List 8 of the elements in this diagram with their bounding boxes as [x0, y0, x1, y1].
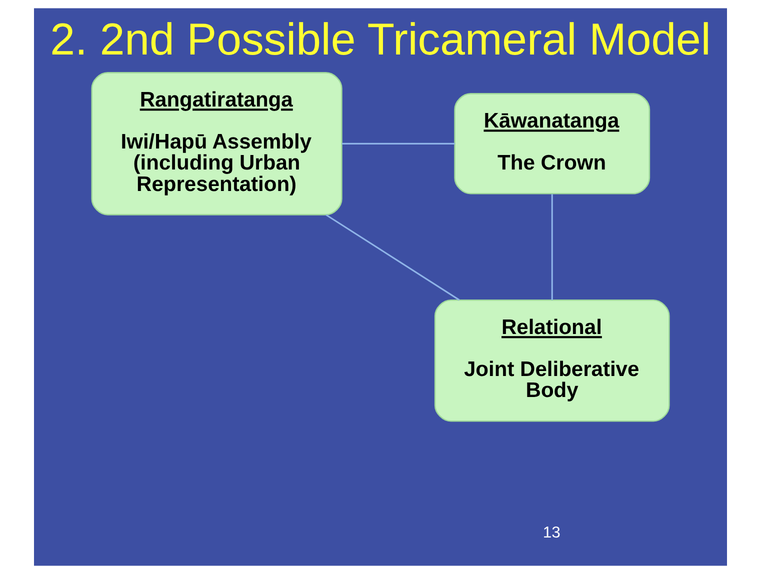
connector — [551, 194, 553, 300]
diagram-title: 2. 2nd Possible Tricameral Model — [50, 16, 711, 65]
node-box: Rangatiratanga Iwi/Hapū Assembly (including Urban Representation) — [91, 72, 342, 216]
label: 13 — [542, 524, 560, 542]
connector — [326, 214, 460, 301]
node-box: Relational Joint Deliberative Body — [434, 300, 670, 422]
node-box: Kāwanatanga The Crown — [454, 93, 650, 194]
connector — [342, 142, 455, 144]
